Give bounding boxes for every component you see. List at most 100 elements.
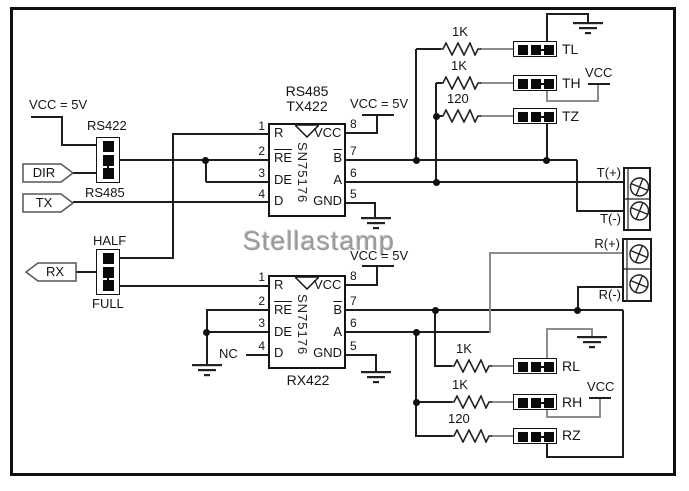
chip-rx422 bbox=[268, 275, 346, 369]
wire bbox=[246, 354, 268, 356]
wire bbox=[587, 14, 589, 23]
duplex-select-jumper[interactable] bbox=[96, 249, 120, 295]
wire bbox=[61, 118, 63, 146]
chip-notch-icon bbox=[295, 277, 319, 290]
pin-number: 8 bbox=[350, 269, 357, 283]
tx-signal-flag: TX bbox=[22, 193, 75, 213]
jumper-tz-label: TZ bbox=[562, 108, 580, 124]
resistor-value: 1K bbox=[456, 341, 472, 356]
terminal-block-r-detail bbox=[622, 238, 652, 302]
power-label: VCC = 5V bbox=[350, 96, 409, 111]
wire bbox=[491, 435, 513, 437]
wire bbox=[376, 116, 378, 134]
pin-number: 7 bbox=[350, 294, 357, 308]
wire bbox=[480, 48, 513, 50]
pin-name: DE bbox=[274, 324, 293, 339]
duplex-jumper-top-label: HALF bbox=[93, 233, 127, 248]
pin-number: 5 bbox=[350, 187, 357, 201]
tx-label: TX bbox=[35, 195, 53, 210]
terminal-block-t-detail bbox=[623, 167, 651, 231]
wire bbox=[435, 83, 437, 183]
junction-dot bbox=[413, 157, 420, 164]
jumper-rh[interactable] bbox=[513, 394, 557, 410]
wire bbox=[597, 85, 599, 101]
pin-number: 1 bbox=[258, 270, 265, 284]
resistor-value: 1K bbox=[451, 58, 467, 73]
ground-icon bbox=[192, 364, 222, 377]
wire bbox=[546, 91, 548, 101]
wire bbox=[576, 210, 623, 212]
wire bbox=[415, 435, 452, 437]
mode-jumper-bottom-label: RS485 bbox=[85, 185, 125, 200]
wire bbox=[172, 133, 268, 135]
junction-dot bbox=[543, 157, 550, 164]
wire bbox=[376, 267, 378, 285]
junction-dot bbox=[432, 307, 439, 314]
ground-icon bbox=[361, 217, 391, 230]
mode-select-jumper[interactable] bbox=[96, 137, 120, 183]
wire bbox=[172, 134, 174, 259]
pin-name: RE bbox=[274, 302, 293, 317]
wire bbox=[546, 410, 548, 417]
junction-dot bbox=[413, 399, 420, 406]
pin-number: 2 bbox=[258, 144, 265, 158]
wire bbox=[491, 365, 513, 367]
nc-label: NC bbox=[219, 346, 238, 361]
jumper-th[interactable] bbox=[513, 75, 557, 91]
pin-number: 5 bbox=[350, 339, 357, 353]
resistor-120 bbox=[450, 429, 492, 443]
terminal-label-t-plus: T(+) bbox=[596, 165, 621, 180]
terminal-label-t-minus: T(-) bbox=[600, 211, 621, 226]
power-bar bbox=[588, 83, 610, 85]
pin-name: A bbox=[333, 172, 342, 187]
wire bbox=[546, 456, 624, 458]
wire bbox=[546, 416, 601, 418]
dir-label: DIR bbox=[32, 165, 56, 180]
pin-name: A bbox=[333, 324, 342, 339]
resistor-value: 1K bbox=[452, 377, 468, 392]
wire bbox=[120, 285, 268, 287]
rx-label: RX bbox=[45, 264, 65, 279]
wire bbox=[415, 49, 417, 161]
power-label: VCC = 5V bbox=[29, 97, 88, 112]
wire bbox=[546, 444, 548, 458]
jumper-rl[interactable] bbox=[513, 358, 557, 374]
jumper-th-label: TH bbox=[562, 75, 581, 91]
pin-number: 6 bbox=[350, 316, 357, 330]
vcc-label: VCC bbox=[587, 379, 615, 394]
wire bbox=[346, 284, 378, 286]
wire bbox=[491, 401, 513, 403]
wire bbox=[622, 310, 624, 458]
pin-name: B bbox=[333, 150, 342, 165]
jumper-rz[interactable] bbox=[513, 428, 557, 444]
wire bbox=[489, 253, 491, 333]
jumper-tz[interactable] bbox=[513, 108, 557, 124]
pin-number: 7 bbox=[350, 144, 357, 158]
wire bbox=[546, 13, 548, 42]
pin-number: 6 bbox=[350, 166, 357, 180]
duplex-jumper-bottom-label: FULL bbox=[92, 296, 124, 311]
terminal-label-r-minus: R(-) bbox=[598, 287, 621, 302]
wire bbox=[206, 181, 268, 183]
pin-number: 3 bbox=[258, 316, 265, 330]
wire bbox=[206, 309, 268, 311]
wire bbox=[73, 201, 268, 203]
wire bbox=[346, 354, 377, 356]
jumper-tl[interactable] bbox=[513, 41, 557, 57]
wire bbox=[73, 172, 97, 174]
wire bbox=[546, 124, 548, 161]
wire bbox=[416, 48, 441, 50]
wire bbox=[577, 286, 622, 288]
junction-dot bbox=[574, 307, 581, 314]
chip-title-line1: RS485 bbox=[285, 83, 329, 99]
chip-tx422 bbox=[268, 123, 346, 217]
wire bbox=[375, 355, 377, 372]
wire bbox=[61, 144, 97, 146]
chip-notch-icon bbox=[295, 125, 319, 138]
wire bbox=[346, 309, 623, 311]
wire bbox=[480, 115, 513, 117]
jumper-rh-label: RH bbox=[562, 394, 583, 410]
jumper-rl-label: RL bbox=[562, 358, 580, 374]
chip-title-line2: TX422 bbox=[286, 98, 328, 114]
